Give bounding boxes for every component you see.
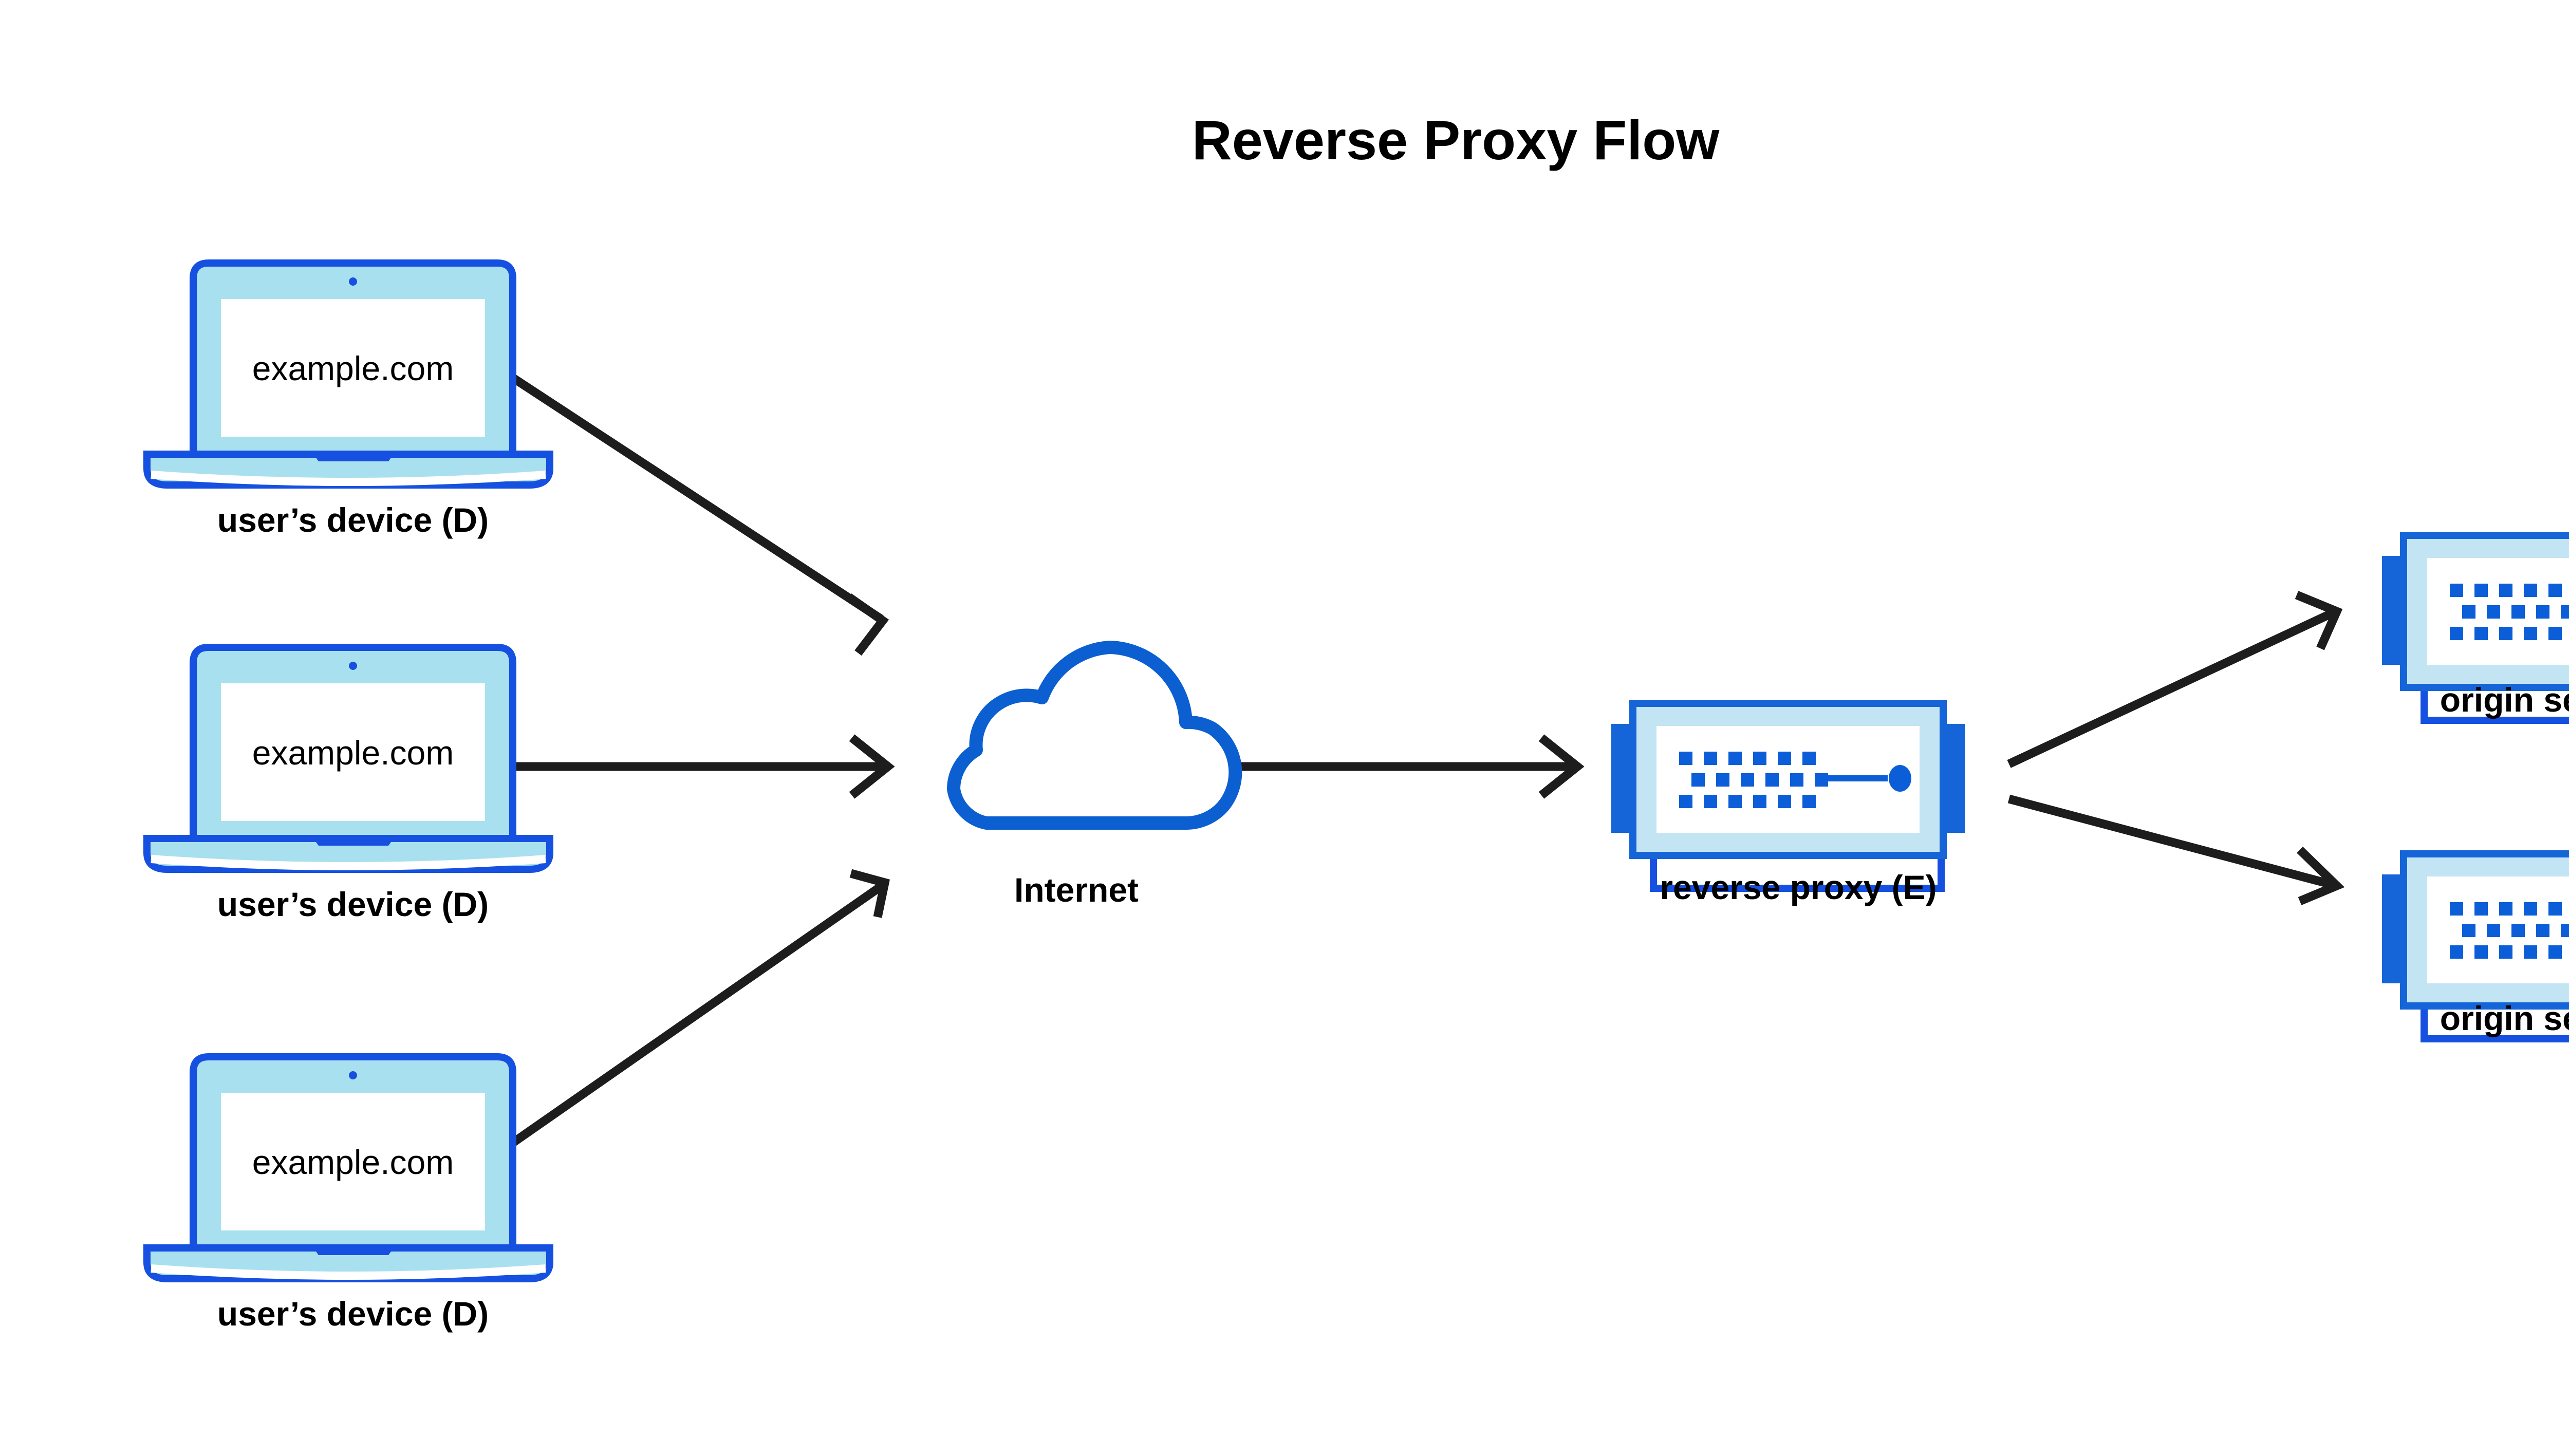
edge-proxy-origin1 — [2007, 591, 2343, 768]
edge-device1-cloud — [506, 371, 889, 656]
node-user-device-2[interactable]: example.com user’s device (D) — [147, 647, 550, 923]
edge-proxy-origin2 — [2007, 794, 2345, 905]
origin-label: origin server (F) — [2440, 999, 2569, 1037]
device-screen-text: example.com — [252, 734, 454, 772]
device-label: user’s device (D) — [217, 1295, 489, 1333]
node-user-device-3[interactable]: example.com user’s device (D) — [147, 1057, 550, 1333]
device-screen-text: example.com — [252, 1143, 454, 1181]
edge-device3-cloud — [506, 869, 890, 1149]
edges-layer — [506, 371, 2345, 1149]
node-origin-server-2[interactable]: origin server (F) — [2382, 854, 2569, 1039]
node-origin-server-1[interactable]: origin server (F) — [2382, 535, 2569, 720]
node-reverse-proxy[interactable]: reverse proxy (E) — [1611, 703, 1965, 906]
device-label: user’s device (D) — [217, 885, 489, 923]
server-icon — [1611, 703, 1965, 888]
page-title: Reverse Proxy Flow — [1192, 109, 1720, 171]
device-label: user’s device (D) — [217, 501, 489, 539]
cloud-icon — [954, 647, 1235, 823]
node-user-device-1[interactable]: example.com user’s device (D) — [147, 263, 550, 539]
device-screen-text: example.com — [252, 349, 454, 387]
cloud-label: Internet — [1014, 871, 1139, 909]
edge-device2-cloud — [511, 734, 895, 799]
node-internet-cloud[interactable]: Internet — [954, 647, 1235, 909]
edge-cloud-proxy — [1233, 734, 1585, 799]
origin-label: origin server (F) — [2440, 681, 2569, 719]
proxy-label: reverse proxy (E) — [1660, 868, 1937, 906]
